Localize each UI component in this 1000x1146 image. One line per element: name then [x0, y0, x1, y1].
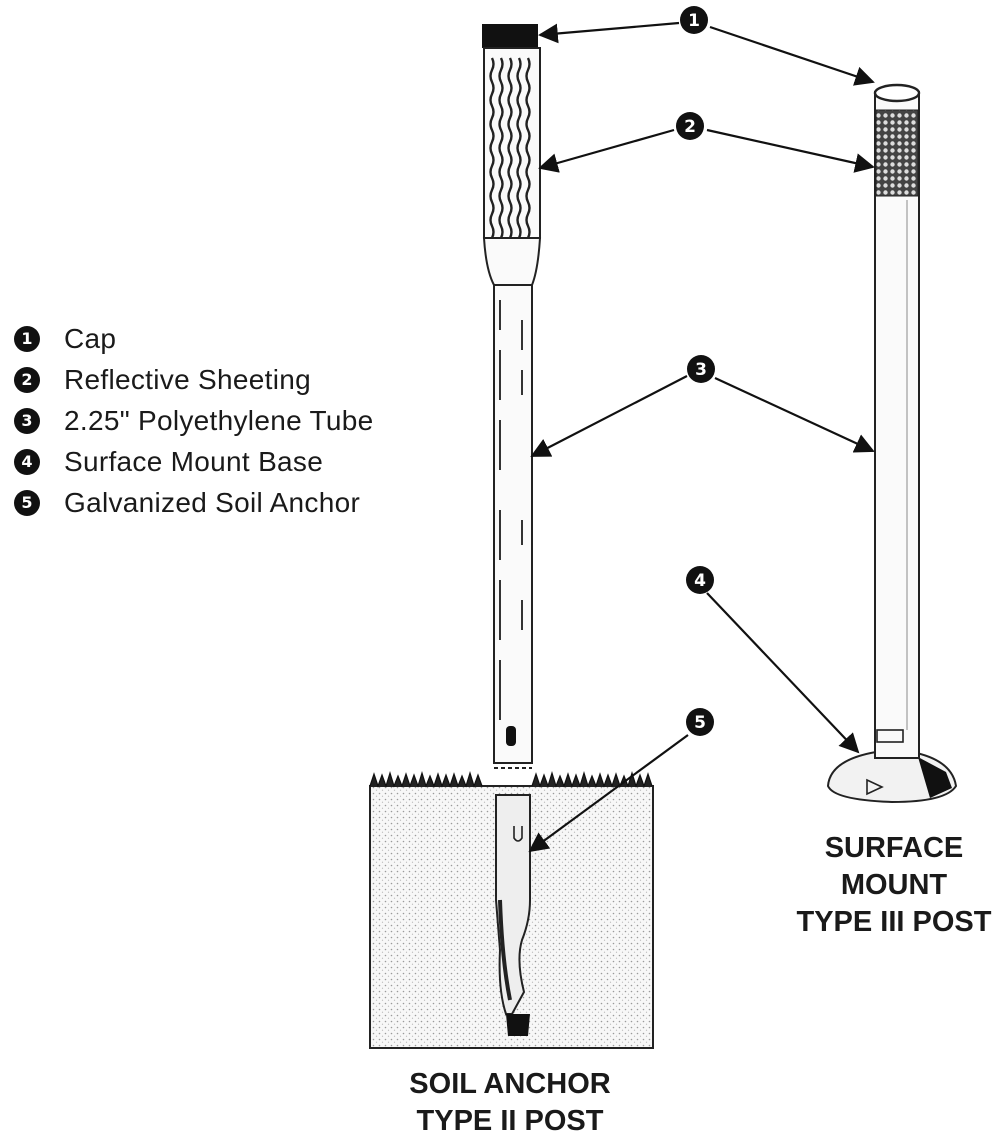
arrow-1-right — [709, 25, 875, 86]
reflective-ridges — [489, 57, 531, 239]
surface-reflective-sheeting — [875, 109, 919, 197]
callout-3: 3 — [687, 355, 715, 383]
base-triangle — [866, 778, 884, 796]
legend-label: 2.25" Polyethylene Tube — [64, 404, 374, 436]
anchor-slot — [513, 826, 523, 842]
callout-2: 2 — [676, 112, 704, 140]
legend-number: 5 — [14, 489, 40, 516]
legend-item-galvanized-soil-anchor: 5 Galvanized Soil Anchor — [14, 482, 374, 523]
surface-tube — [874, 91, 920, 759]
arrow-3-right — [714, 377, 875, 453]
tube-slot — [506, 726, 516, 746]
callout-1: 1 — [680, 6, 708, 34]
legend-number: 3 — [14, 407, 40, 434]
legend-label: Reflective Sheeting — [64, 363, 311, 395]
svg-text:4: 4 — [694, 571, 706, 591]
svg-text:2: 2 — [684, 117, 696, 137]
soil-anchor-post-label: SOIL ANCHOR TYPE II POST — [370, 1066, 650, 1140]
arrow-3-left — [530, 375, 688, 457]
surface-label-line-3: TYPE III POST — [796, 906, 992, 938]
legend: 1 Cap 2 Reflective Sheeting 3 2.25" Poly… — [14, 318, 374, 523]
svg-text:1: 1 — [688, 11, 700, 31]
legend-label: Cap — [64, 322, 117, 354]
cap — [482, 24, 538, 48]
legend-item-reflective-sheeting: 2 Reflective Sheeting — [14, 359, 374, 400]
anchor-tip — [506, 1014, 530, 1036]
callout-5: 5 — [686, 708, 714, 736]
arrow-5 — [528, 734, 689, 853]
legend-label: Surface Mount Base — [64, 445, 324, 477]
tube-shading — [499, 300, 523, 720]
legend-number: 2 — [14, 366, 40, 393]
legend-number: 4 — [14, 448, 40, 475]
legend-item-surface-mount-base: 4 Surface Mount Base — [14, 441, 374, 482]
legend-item-polyethylene-tube: 3 2.25" Polyethylene Tube — [14, 400, 374, 441]
grass-line — [369, 770, 653, 788]
callout-4: 4 — [686, 566, 714, 594]
surface-cap — [873, 83, 921, 103]
anchor-shading — [498, 899, 512, 1001]
arrow-4 — [706, 592, 860, 754]
base-collar — [876, 729, 904, 743]
svg-text:3: 3 — [695, 360, 707, 380]
arrow-1-left — [538, 21, 680, 44]
tube-taper — [482, 237, 542, 286]
soil-anchor-post — [369, 24, 654, 1049]
arrow-2-right — [706, 128, 875, 173]
soil-label-line-2: TYPE II POST — [416, 1105, 604, 1137]
legend-item-cap: 1 Cap — [14, 318, 374, 359]
surface-mount-post — [826, 83, 958, 804]
surface-mount-post-label: SURFACE MOUNT TYPE III POST — [780, 830, 1000, 941]
legend-number: 1 — [14, 325, 40, 352]
arrow-2-left — [538, 128, 675, 173]
legend-label: Galvanized Soil Anchor — [64, 486, 361, 518]
svg-text:5: 5 — [694, 713, 706, 733]
surface-label-line-2: MOUNT — [840, 869, 948, 901]
base-shading — [918, 757, 952, 798]
soil-label-line-1: SOIL ANCHOR — [409, 1068, 611, 1100]
callout-arrows — [528, 21, 875, 853]
surface-label-line-1: SURFACE — [824, 832, 964, 864]
